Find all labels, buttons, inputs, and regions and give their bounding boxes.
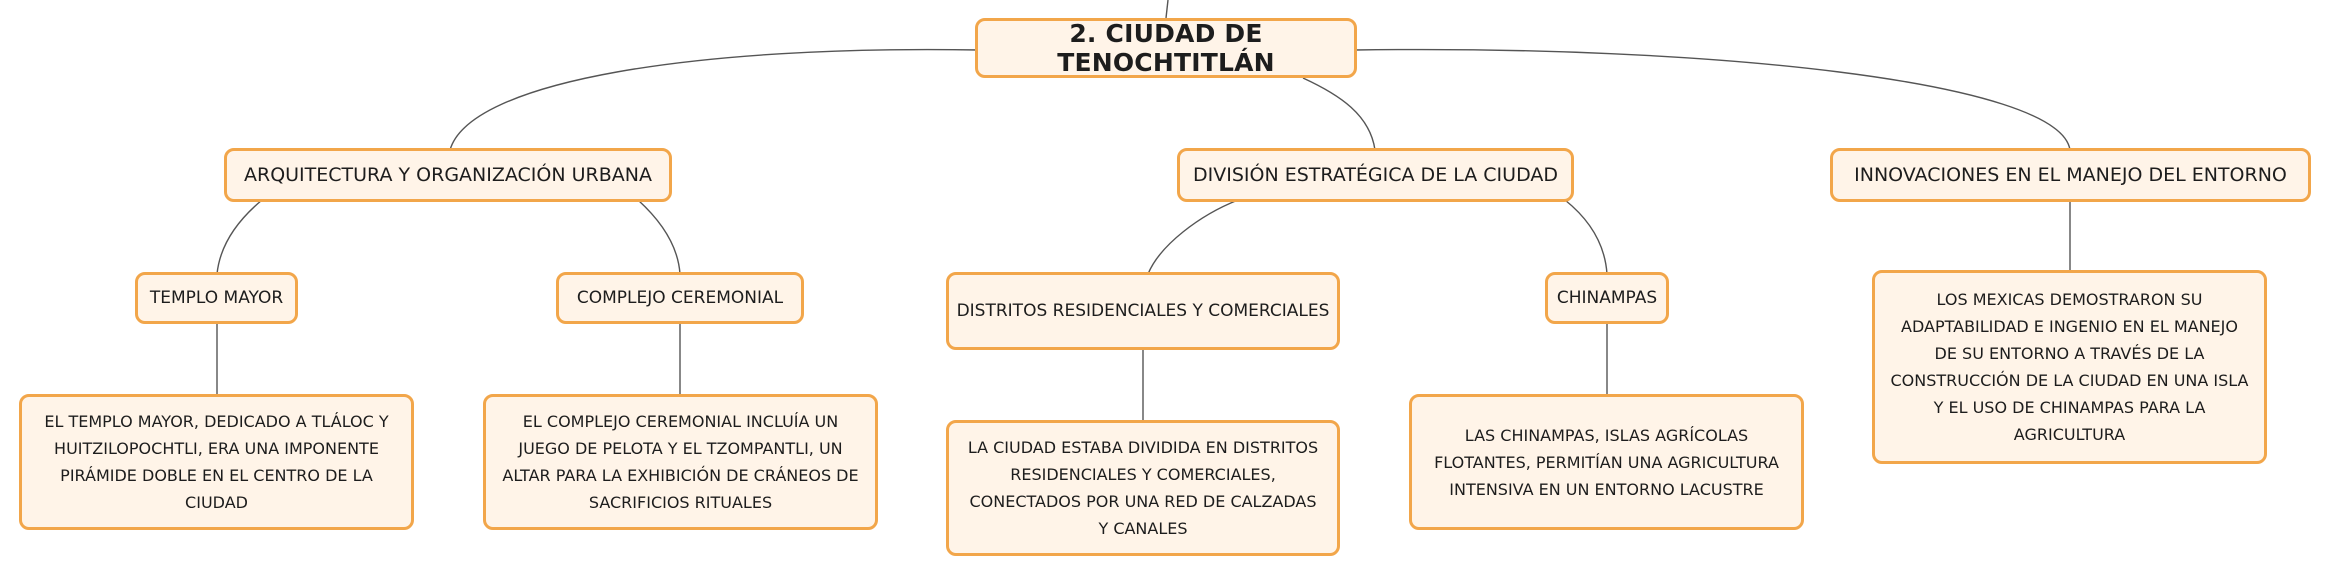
connector-line <box>1564 199 1608 275</box>
connector-line <box>449 48 981 151</box>
topic-division[interactable]: DIVISIÓN ESTRATÉGICA DE LA CIUDAD <box>1177 148 1574 202</box>
connector-line <box>216 199 263 275</box>
root-topic[interactable]: 2. CIUDAD DE TENOCHTITLÁN <box>975 18 1357 78</box>
topic-arquitectura[interactable]: ARQUITECTURA Y ORGANIZACIÓN URBANA <box>224 148 672 202</box>
connector-line <box>1147 199 1239 275</box>
connector-line <box>1165 0 1169 19</box>
detail-distritos[interactable]: LA CIUDAD ESTABA DIVIDIDA EN DISTRITOS R… <box>946 420 1340 556</box>
topic-distritos[interactable]: DISTRITOS RESIDENCIALES Y COMERCIALES <box>946 272 1340 350</box>
connector-line <box>1354 48 2071 151</box>
topic-chinampas[interactable]: CHINAMPAS <box>1545 272 1669 324</box>
detail-templo-mayor[interactable]: EL TEMPLO MAYOR, DEDICADO A TLÁLOC Y HUI… <box>19 394 414 530</box>
topic-innovaciones[interactable]: INNOVACIONES EN EL MANEJO DEL ENTORNO <box>1830 148 2311 202</box>
connector-line <box>1302 77 1376 151</box>
detail-complejo-ceremonial[interactable]: EL COMPLEJO CEREMONIAL INCLUÍA UN JUEGO … <box>483 394 878 530</box>
connector-line <box>637 199 681 275</box>
detail-chinampas[interactable]: LAS CHINAMPAS, ISLAS AGRÍCOLAS FLOTANTES… <box>1409 394 1804 530</box>
topic-templo-mayor[interactable]: TEMPLO MAYOR <box>135 272 298 324</box>
detail-innovaciones[interactable]: LOS MEXICAS DEMOSTRARON SU ADAPTABILIDAD… <box>1872 270 2267 464</box>
topic-complejo-ceremonial[interactable]: COMPLEJO CEREMONIAL <box>556 272 804 324</box>
